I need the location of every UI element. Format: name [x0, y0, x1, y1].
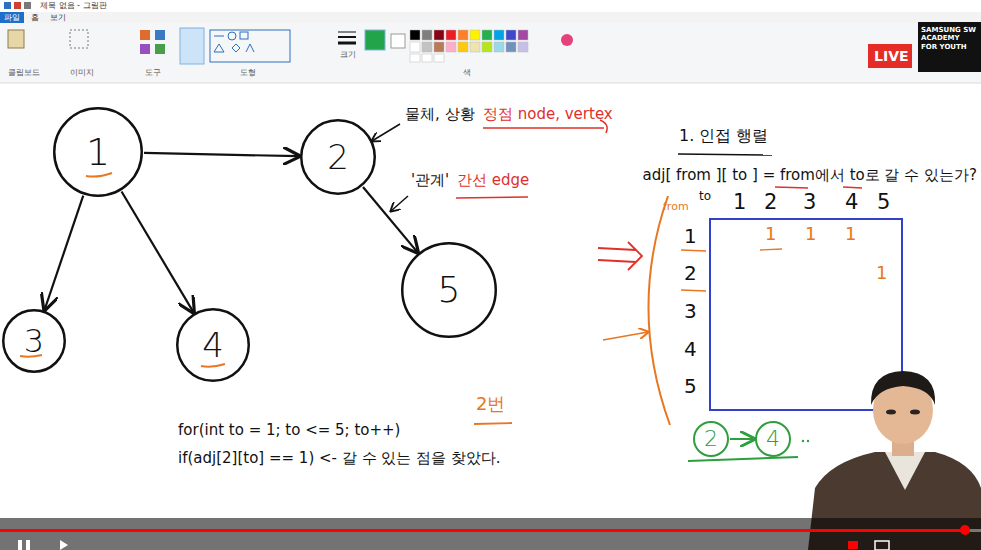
- vertex-circle: 5: [401, 242, 497, 338]
- column-header: 2: [764, 190, 777, 214]
- row-header: 5: [684, 375, 697, 398]
- ribbon-group-label: 도구: [145, 68, 161, 77]
- column-header: 1: [733, 190, 746, 214]
- path-circle: 4: [755, 421, 791, 457]
- vertex-number: 1: [86, 133, 110, 171]
- annotation-label: 물체, 상황: [405, 106, 475, 123]
- ribbon-group-label: 이미지: [70, 68, 94, 77]
- edge-arrow: [122, 192, 194, 313]
- vertex-number: 3: [24, 325, 44, 357]
- edge-arrow: [730, 438, 754, 440]
- academy-logo: SAMSUNG SW ACADEMY FOR YOUTH: [921, 26, 977, 51]
- vertex-number: 4: [766, 428, 780, 450]
- row-header: 4: [684, 338, 697, 361]
- column-header: 4: [845, 190, 858, 214]
- definition-text: adj[ from ][ to ] = from에서 to로 갈 수 있는가?: [643, 167, 977, 184]
- annotation-label: '관계': [411, 172, 449, 189]
- edge-arrow: [45, 196, 84, 310]
- row-header: 3: [684, 300, 697, 323]
- code-line: if(adj[2][to] == 1) <- 갈 수 있는 점을 찾았다.: [178, 450, 501, 467]
- matrix-cell: 1: [845, 224, 856, 245]
- menu-tab: 홈: [31, 13, 39, 22]
- axis-label: to: [699, 190, 711, 204]
- menu-tab: 파일: [4, 13, 20, 22]
- column-header: 3: [803, 190, 816, 214]
- ribbon-group-label: 색: [463, 68, 471, 77]
- vertex-number: 2: [704, 428, 718, 450]
- vertex-number: 4: [202, 328, 224, 362]
- row-header: 2: [684, 262, 697, 285]
- edge-arrow: [144, 153, 299, 156]
- row-header: 1: [684, 225, 697, 248]
- code-line: for(int to = 1; to <= 5; to++): [178, 422, 400, 439]
- vertex-circle: 4: [176, 308, 250, 382]
- live-badge: LIVE: [874, 48, 909, 64]
- vertex-number: 2: [327, 140, 349, 174]
- annotation-label: 간선 edge: [457, 172, 529, 189]
- section-heading: 1. 인접 행렬: [679, 127, 768, 145]
- vertex-circle: 3: [2, 309, 66, 373]
- edge-arrow: [363, 187, 418, 252]
- window-title: 제목 없음 - 그림판: [40, 1, 107, 10]
- column-header: 5: [877, 190, 890, 214]
- matrix-cell: 1: [765, 224, 776, 245]
- vertex-number: 5: [438, 272, 461, 308]
- matrix-cell: 1: [876, 263, 887, 284]
- ribbon-group-label: 클립보드: [8, 68, 40, 77]
- annotation-label: 정점 node, vertex: [483, 106, 613, 123]
- menu-tab: 보기: [50, 13, 66, 22]
- ribbon-group-label: 도형: [240, 68, 256, 77]
- vertex-circle: 1: [53, 107, 143, 197]
- vertex-circle: 2: [300, 119, 376, 195]
- matrix-cell: 1: [805, 224, 816, 245]
- note-label: 2번: [476, 394, 505, 415]
- path-circle: 2: [693, 421, 729, 457]
- ribbon-button-label: 크기: [340, 50, 356, 59]
- axis-label: from: [663, 201, 689, 214]
